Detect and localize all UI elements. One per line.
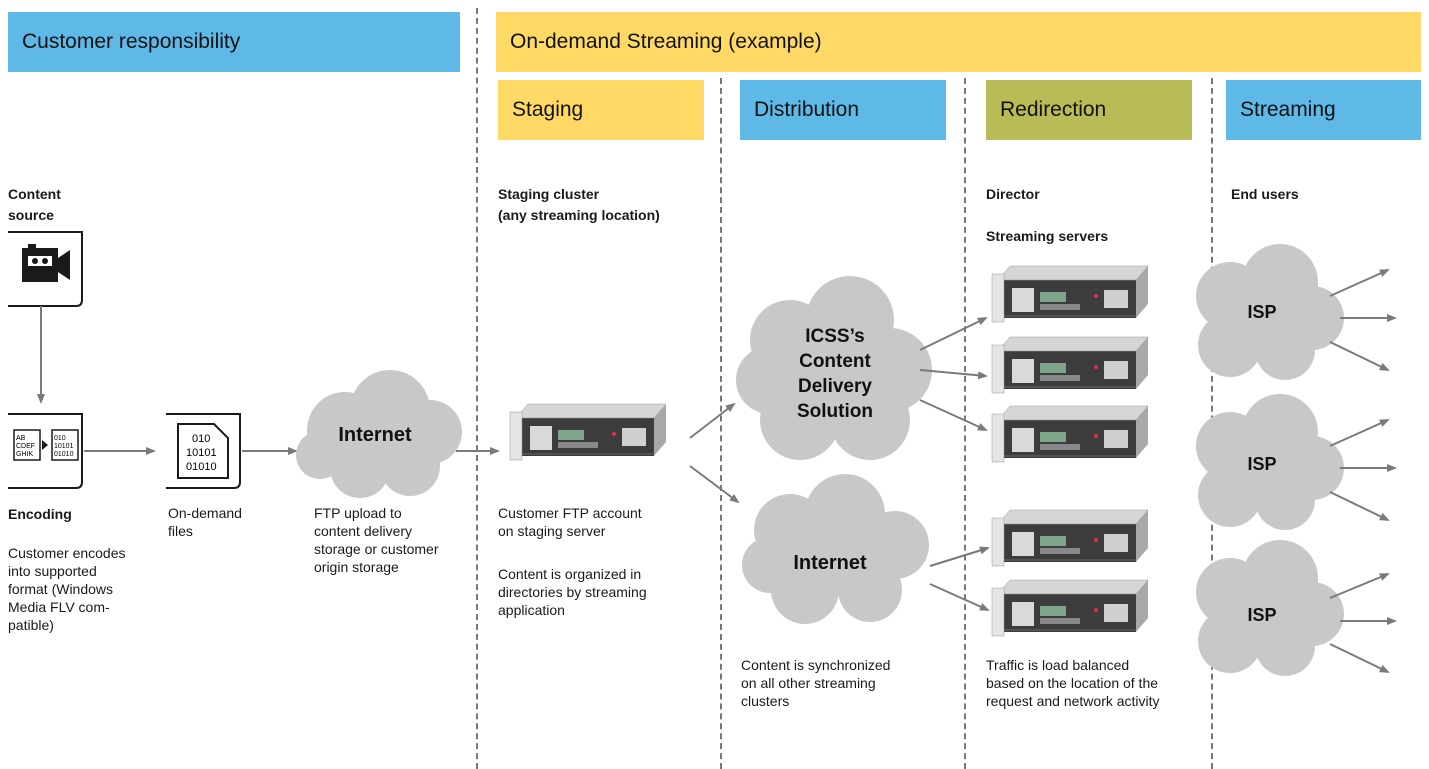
- staging-cluster-title: Staging cluster (any streaming location): [498, 184, 660, 226]
- isp-cloud-3: [1196, 540, 1344, 676]
- icss-cloud-label: ICSS’s Content Delivery Solution: [770, 324, 900, 424]
- distribution-description: Content is synchronized on all other str…: [741, 656, 890, 710]
- redirection-banner: Redirection: [986, 80, 1192, 140]
- internet-cloud-upload: [296, 370, 462, 498]
- internet-upload-label: Internet: [338, 424, 412, 446]
- staging-banner: Staging: [498, 80, 704, 140]
- encoding-icon-right-3: 01010: [54, 451, 74, 458]
- content-source-title-line2: source: [8, 207, 54, 223]
- encoding-icon-left-1: AB: [16, 435, 26, 442]
- encoding-description: Customer encodes into supported format (…: [8, 544, 158, 634]
- staging-server: [509, 403, 667, 461]
- streaming-server-2: [991, 336, 1149, 394]
- isp-3-label: ISP: [1247, 605, 1277, 625]
- separator-distribution-redirection: [964, 78, 966, 769]
- encoding-icon: AB CDEF GHIK 010 10101 01010: [8, 413, 83, 489]
- distribution-banner: Distribution: [740, 80, 946, 140]
- file-icon-text-3: 01010: [186, 461, 217, 473]
- encoding-desc-line4: Media FLV com-: [8, 599, 110, 615]
- staging-desc1-line1: Customer FTP account: [498, 505, 642, 521]
- streaming-server-5: [991, 579, 1149, 637]
- staging-desc1-line2: on staging server: [498, 523, 606, 539]
- isp-cloud-2: [1196, 394, 1344, 530]
- staging-title-line1: Staging cluster: [498, 186, 600, 202]
- ftp-desc-line1: FTP upload to: [314, 505, 402, 521]
- on-demand-files-label: On-demand files: [168, 504, 242, 540]
- on-demand-files-label-line1: On-demand: [168, 505, 242, 521]
- video-camera-icon: [8, 231, 83, 307]
- on-demand-files-label-line2: files: [168, 523, 193, 539]
- streaming-server-1: [991, 265, 1149, 323]
- encoding-desc-line3: format (Windows: [8, 581, 114, 597]
- icss-label-line2: Content: [799, 351, 871, 372]
- ftp-desc-line3: storage or customer: [314, 541, 439, 557]
- staging-ftp-description: Customer FTP account on staging server: [498, 504, 642, 540]
- staging-title-line2: (any streaming location): [498, 207, 660, 223]
- content-source-title: Content source: [8, 184, 61, 226]
- content-source-title-line1: Content: [8, 186, 61, 202]
- icss-cloud: [736, 276, 932, 460]
- ftp-desc-line4: origin storage: [314, 559, 399, 575]
- streaming-servers-title: Streaming servers: [986, 228, 1109, 244]
- icss-label-line1: ICSS’s: [805, 326, 865, 347]
- staging-desc2-line3: application: [498, 602, 565, 618]
- encoding-title: Encoding: [8, 506, 72, 522]
- internet-distribution-label: Internet: [793, 552, 867, 574]
- encoding-icon-right-1: 010: [54, 435, 66, 442]
- ftp-upload-description: FTP upload to content delivery storage o…: [314, 504, 439, 576]
- distribution-desc-line1: Content is synchronized: [741, 657, 891, 673]
- binary-file-icon: 010 10101 01010: [166, 413, 241, 489]
- encoding-desc-line2: into supported: [8, 563, 97, 579]
- file-icon-text-2: 10101: [186, 447, 217, 459]
- streaming-server-3: [991, 405, 1149, 463]
- redirection-desc-line1: Traffic is load balanced: [986, 657, 1130, 673]
- encoding-icon-left-2: CDEF: [16, 443, 35, 450]
- staging-desc2-line1: Content is organized in: [498, 566, 642, 582]
- distribution-desc-line2: on all other streaming: [741, 675, 876, 691]
- isp-2-label: ISP: [1247, 454, 1277, 474]
- encoding-icon-left-3: GHIK: [16, 451, 33, 458]
- isp-1-label: ISP: [1247, 302, 1277, 322]
- customer-responsibility-banner: Customer responsibility: [8, 12, 460, 72]
- staging-desc2-line2: directories by streaming: [498, 584, 647, 600]
- streaming-server-4: [991, 509, 1149, 567]
- redirection-desc-line3: request and network activity: [986, 693, 1160, 709]
- icss-label-line4: Solution: [797, 401, 873, 422]
- isp-cloud-1: [1196, 244, 1344, 380]
- director-title: Director: [986, 186, 1040, 202]
- internet-cloud-distribution: [742, 474, 929, 624]
- distribution-desc-line3: clusters: [741, 693, 790, 709]
- ftp-desc-line2: content delivery: [314, 523, 413, 539]
- encoding-icon-right-2: 10101: [54, 443, 74, 450]
- separator-customer-streaming: [476, 8, 478, 769]
- separator-staging-distribution: [720, 78, 722, 769]
- on-demand-streaming-banner: On-demand Streaming (example): [496, 12, 1421, 72]
- file-icon-text-1: 010: [192, 433, 210, 445]
- icss-label-line3: Delivery: [798, 376, 872, 397]
- end-users-title: End users: [1231, 186, 1299, 202]
- streaming-banner: Streaming: [1226, 80, 1421, 140]
- redirection-description: Traffic is load balanced based on the lo…: [986, 656, 1160, 710]
- staging-organize-description: Content is organized in directories by s…: [498, 565, 647, 619]
- redirection-desc-line2: based on the location of the: [986, 675, 1159, 691]
- encoding-desc-line1: Customer encodes: [8, 545, 126, 561]
- encoding-desc-line5: patible): [8, 617, 54, 633]
